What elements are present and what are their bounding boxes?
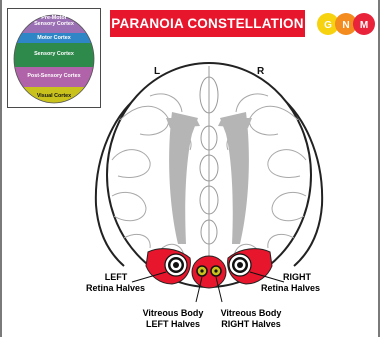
right-retina-label-line2: Retina Halves [261, 283, 333, 294]
left-vitreous-label: Vitreous Body LEFT Halves [138, 308, 208, 329]
right-vitreous-label: Vitreous Body RIGHT Halves [214, 308, 288, 329]
right-side-label: R [257, 66, 265, 77]
left-vitreous-marker [197, 266, 207, 276]
right-vitreous-marker [211, 266, 221, 276]
left-retina-label-line1: LEFT [96, 272, 136, 283]
left-retina-label-line2: Retina Halves [77, 283, 145, 294]
right-vitreous-label-line2: RIGHT Halves [214, 319, 288, 330]
right-vitreous-label-line1: Vitreous Body [214, 308, 288, 319]
left-vitreous-label-line2: LEFT Halves [138, 319, 208, 330]
right-retina-target [229, 254, 251, 276]
right-retina-label-line1: RIGHT [277, 272, 317, 283]
left-vitreous-label-line1: Vitreous Body [138, 308, 208, 319]
left-side-label: L [154, 66, 160, 77]
left-retina-target [165, 254, 187, 276]
left-retina-label: LEFT [96, 272, 136, 283]
